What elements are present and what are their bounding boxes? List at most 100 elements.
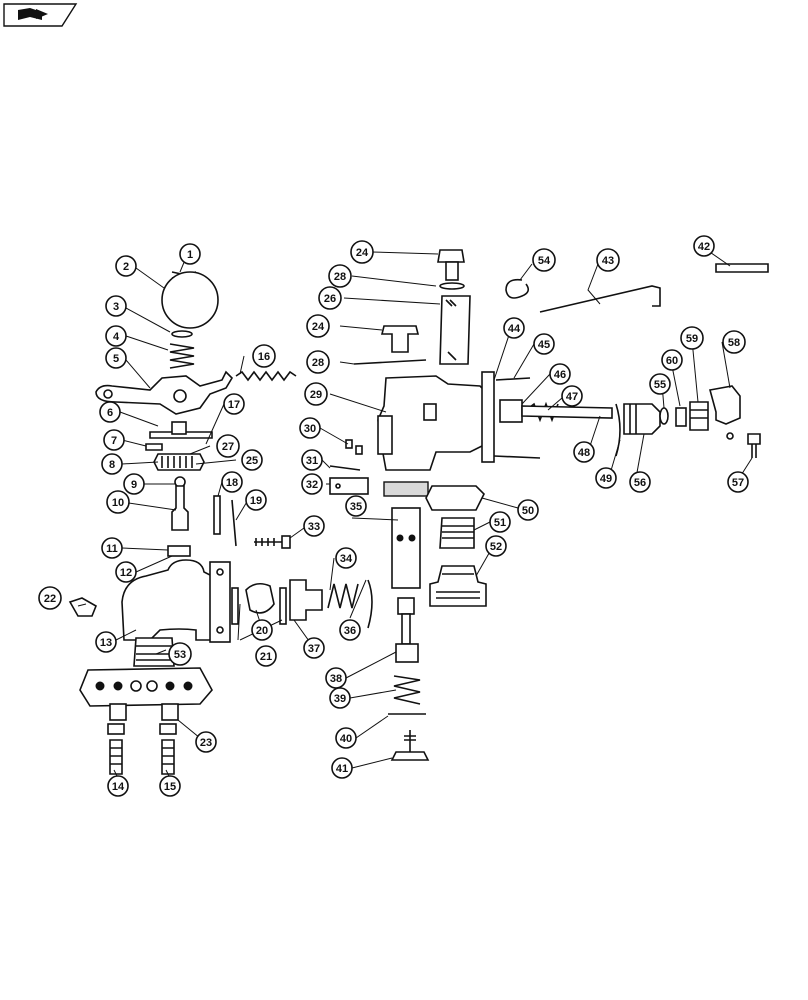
svg-text:26: 26 <box>324 293 336 305</box>
part-20-plug <box>245 582 275 614</box>
svg-text:24: 24 <box>312 321 325 333</box>
navigation-tab[interactable] <box>3 3 78 27</box>
callout-31: 31 <box>301 449 323 471</box>
part-35-plunger <box>391 507 421 589</box>
callout-36: 36 <box>339 619 361 641</box>
svg-text:47: 47 <box>566 391 578 403</box>
part-37-collar <box>289 579 323 621</box>
svg-text:57: 57 <box>732 477 744 489</box>
svg-text:35: 35 <box>350 501 362 513</box>
part-2-cover <box>161 271 219 329</box>
svg-text:28: 28 <box>312 357 324 369</box>
callout-4: 4 <box>105 325 127 347</box>
svg-text:43: 43 <box>602 255 614 267</box>
callout-21: 21 <box>255 645 277 667</box>
svg-text:3: 3 <box>113 301 119 313</box>
svg-text:34: 34 <box>340 553 353 565</box>
callout-51: 51 <box>489 511 511 533</box>
callout-32: 32 <box>301 473 323 495</box>
callout-59: 59 <box>680 326 704 350</box>
part-45-pin <box>495 377 531 381</box>
svg-text:45: 45 <box>538 339 550 351</box>
callout-56: 56 <box>629 471 651 493</box>
callout-52: 52 <box>485 535 507 557</box>
part-59-fitting <box>689 401 709 431</box>
callout-16: 16 <box>252 344 276 368</box>
svg-text:15: 15 <box>164 781 176 793</box>
svg-text:30: 30 <box>304 423 316 435</box>
callout-28: 28 <box>328 264 352 288</box>
svg-text:51: 51 <box>494 517 506 529</box>
callout-12: 12 <box>115 561 137 583</box>
callout-10: 10 <box>106 490 130 514</box>
svg-text:37: 37 <box>308 643 320 655</box>
svg-text:22: 22 <box>44 593 56 605</box>
part-56-bushing <box>623 403 661 435</box>
svg-text:23: 23 <box>200 737 212 749</box>
svg-text:9: 9 <box>131 479 137 491</box>
governor-assembly <box>68 271 373 775</box>
callout-18: 18 <box>221 471 243 493</box>
callout-46: 46 <box>549 363 571 385</box>
part-46-sleeve <box>499 399 523 423</box>
svg-text:16: 16 <box>258 351 270 363</box>
part-3-washer <box>171 330 193 338</box>
svg-text:5: 5 <box>113 353 119 365</box>
svg-text:60: 60 <box>666 355 678 367</box>
svg-text:11: 11 <box>106 543 118 555</box>
svg-text:4: 4 <box>113 331 120 343</box>
callout-35: 35 <box>345 495 367 517</box>
callout-20: 20 <box>251 619 273 641</box>
svg-text:27: 27 <box>222 441 234 453</box>
svg-text:31: 31 <box>306 455 318 467</box>
svg-text:40: 40 <box>340 733 352 745</box>
svg-text:13: 13 <box>100 637 112 649</box>
part-22-fitting <box>68 597 98 617</box>
svg-text:20: 20 <box>256 625 268 637</box>
callout-22: 22 <box>38 586 62 610</box>
part-housing-plate <box>79 667 213 707</box>
book-arrow-icon <box>18 8 48 20</box>
part-39-spring <box>393 675 421 705</box>
svg-text:48: 48 <box>578 447 590 459</box>
callout-48: 48 <box>573 441 595 463</box>
callout-29: 29 <box>304 382 328 406</box>
callout-13: 13 <box>95 631 117 653</box>
part-36-ring <box>367 579 373 629</box>
svg-text:42: 42 <box>698 241 710 253</box>
part-4-spring <box>169 343 195 369</box>
callout-33: 33 <box>303 515 325 537</box>
part-29-body <box>377 375 487 471</box>
svg-text:38: 38 <box>330 673 342 685</box>
callout-39: 39 <box>329 687 351 709</box>
callout-57: 57 <box>727 471 749 493</box>
part-50-nut <box>425 485 485 511</box>
svg-text:58: 58 <box>728 337 740 349</box>
callout-24b: 24 <box>306 314 330 338</box>
part-13-body <box>121 559 213 641</box>
svg-text:33: 33 <box>308 521 320 533</box>
svg-text:44: 44 <box>508 323 521 335</box>
svg-text:59: 59 <box>686 333 698 345</box>
callout-47: 47 <box>561 385 583 407</box>
callout-28b: 28 <box>306 350 330 374</box>
svg-text:18: 18 <box>226 477 238 489</box>
svg-text:32: 32 <box>306 479 318 491</box>
callout-34: 34 <box>335 547 357 569</box>
callout-50: 50 <box>517 499 539 521</box>
callout-40: 40 <box>335 727 357 749</box>
callout-30: 30 <box>299 417 321 439</box>
part-58-cap <box>708 385 741 425</box>
svg-text:54: 54 <box>538 255 551 267</box>
part-10-shaft <box>171 485 189 531</box>
callout-37: 37 <box>303 637 325 659</box>
part-26-glass <box>439 295 471 365</box>
part-33-screw <box>254 538 282 546</box>
svg-text:14: 14 <box>112 781 125 793</box>
svg-text:50: 50 <box>522 505 534 517</box>
callout-49: 49 <box>595 467 617 489</box>
svg-text:7: 7 <box>111 435 117 447</box>
callout-labels: 1 2 3 4 5 6 7 8 9 10 11 12 13 14 15 16 1… <box>38 235 749 797</box>
callout-9: 9 <box>123 473 145 495</box>
